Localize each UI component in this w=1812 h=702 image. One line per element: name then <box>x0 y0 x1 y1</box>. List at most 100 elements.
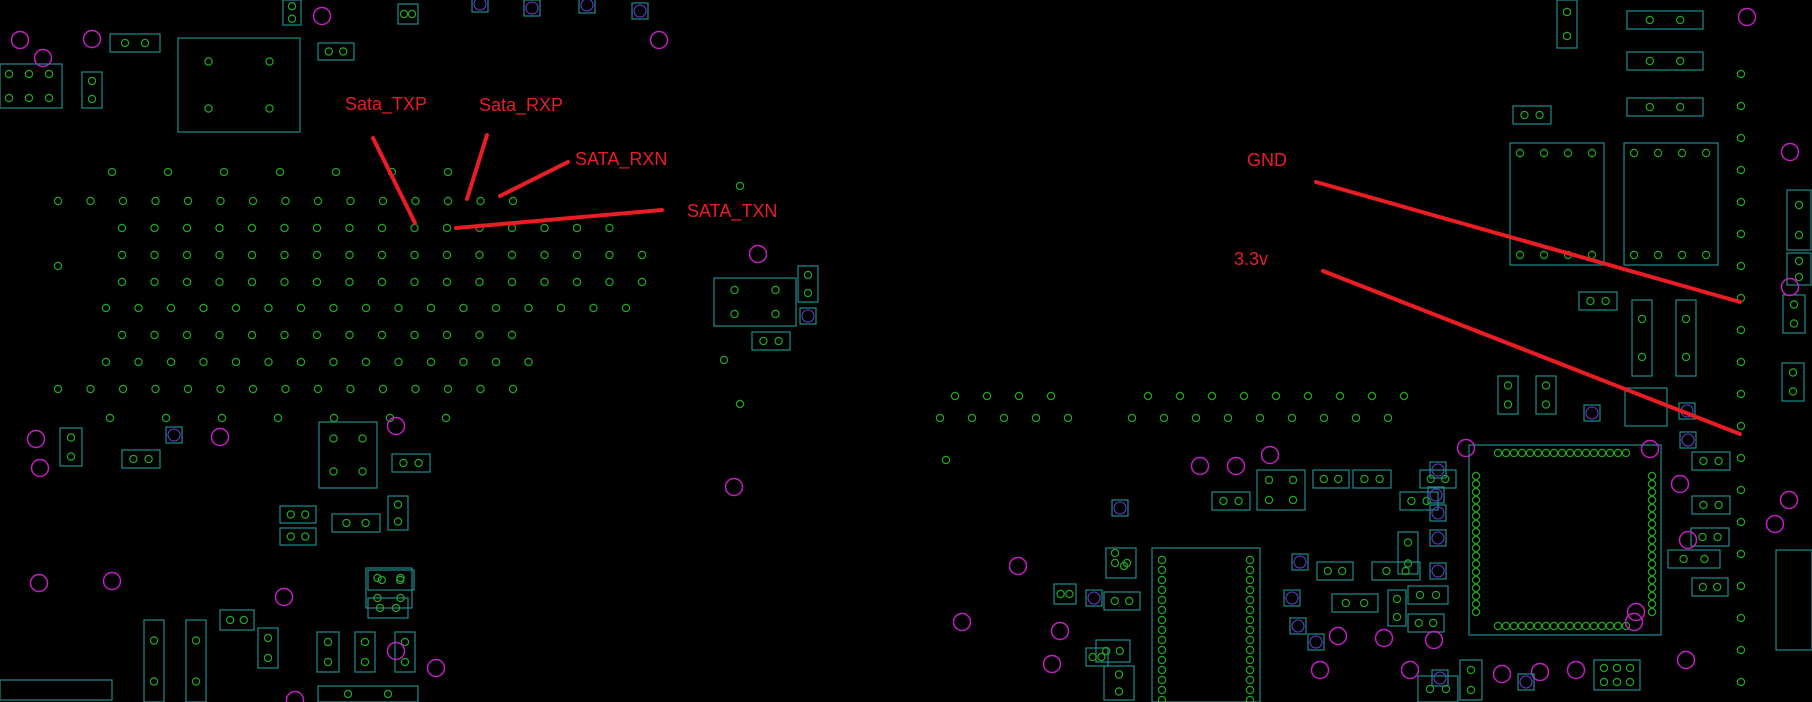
via <box>1779 490 1799 510</box>
pad <box>1245 655 1255 665</box>
footprint-outline <box>1387 589 1407 627</box>
pad <box>281 384 290 394</box>
pad <box>1271 391 1281 401</box>
pad <box>375 603 385 613</box>
pad <box>391 603 401 613</box>
pad <box>215 223 224 233</box>
pad <box>459 303 468 313</box>
footprint-outline <box>1352 469 1392 489</box>
pad <box>1677 148 1687 158</box>
pad <box>286 532 295 541</box>
pad <box>1647 575 1657 585</box>
footprint-outline <box>354 631 376 673</box>
pad <box>1515 250 1525 260</box>
pad <box>217 413 227 423</box>
pad <box>730 309 739 319</box>
pad <box>1647 471 1657 481</box>
pad <box>346 196 355 206</box>
pad <box>151 196 160 206</box>
via <box>274 587 294 607</box>
pad <box>345 250 354 260</box>
pad <box>86 384 95 394</box>
pad <box>1471 583 1481 593</box>
pad <box>508 384 518 394</box>
footprint-outline <box>1407 585 1449 605</box>
pad <box>149 677 159 686</box>
pad <box>1736 101 1746 111</box>
pad <box>400 657 410 667</box>
pad <box>1264 475 1274 485</box>
pad <box>339 47 348 56</box>
pad <box>1341 598 1351 608</box>
pad <box>1653 148 1663 158</box>
pad <box>1414 618 1424 628</box>
pad <box>1471 503 1481 513</box>
pad <box>1625 663 1635 673</box>
pad <box>1425 684 1435 694</box>
footprint-outline <box>1667 549 1721 569</box>
pad <box>508 196 518 206</box>
footprint-outline <box>1103 591 1141 611</box>
pad <box>442 250 452 260</box>
pad <box>1287 413 1297 423</box>
pad <box>219 167 229 177</box>
pad-field <box>4 2 1804 702</box>
pad <box>637 277 647 287</box>
footprint-outline <box>1497 375 1519 415</box>
pad <box>1360 474 1369 484</box>
pad <box>637 250 647 260</box>
pad <box>1375 474 1384 484</box>
pad <box>1110 596 1120 606</box>
pad <box>967 413 977 423</box>
pad <box>331 167 341 177</box>
footprint-outline <box>1331 593 1379 613</box>
leader-sata-rxn <box>498 160 570 198</box>
pad <box>182 250 192 260</box>
footprint-outline <box>1468 444 1662 636</box>
pad <box>1245 685 1255 695</box>
pad <box>1581 448 1591 458</box>
pad <box>215 250 224 260</box>
pad <box>191 636 201 645</box>
pad <box>163 167 173 177</box>
pad <box>1245 665 1255 675</box>
footprint-outline <box>397 3 419 25</box>
pad <box>1629 250 1639 260</box>
pad <box>377 277 387 287</box>
pad <box>1359 598 1369 608</box>
pad <box>4 93 14 103</box>
pad <box>410 277 419 287</box>
via <box>1293 555 1307 569</box>
via <box>1374 628 1394 648</box>
pad <box>329 413 339 423</box>
pad <box>1647 495 1657 505</box>
pad <box>475 330 484 340</box>
footprint-outline <box>1509 142 1605 266</box>
pad <box>1157 595 1167 605</box>
via <box>30 458 50 478</box>
pad <box>1239 391 1249 401</box>
via <box>649 30 669 50</box>
pad <box>1471 543 1481 553</box>
pad <box>1403 559 1413 568</box>
pad <box>1681 352 1691 362</box>
footprint-outline <box>1103 665 1135 701</box>
pad <box>215 330 224 340</box>
pad <box>1471 535 1481 545</box>
footprint-outline <box>316 631 340 673</box>
footprint-outline <box>365 567 413 609</box>
pad <box>1612 677 1622 687</box>
pad <box>150 223 159 233</box>
via <box>29 573 49 593</box>
pad <box>239 615 248 625</box>
via <box>1566 660 1586 680</box>
pad <box>1264 495 1274 505</box>
pad <box>281 196 290 206</box>
pad <box>621 303 631 313</box>
pad <box>312 277 322 287</box>
via-footprint <box>1431 669 1449 687</box>
pad <box>1525 448 1535 458</box>
pad <box>1573 448 1583 458</box>
pad <box>1503 381 1513 390</box>
pad <box>280 223 289 233</box>
